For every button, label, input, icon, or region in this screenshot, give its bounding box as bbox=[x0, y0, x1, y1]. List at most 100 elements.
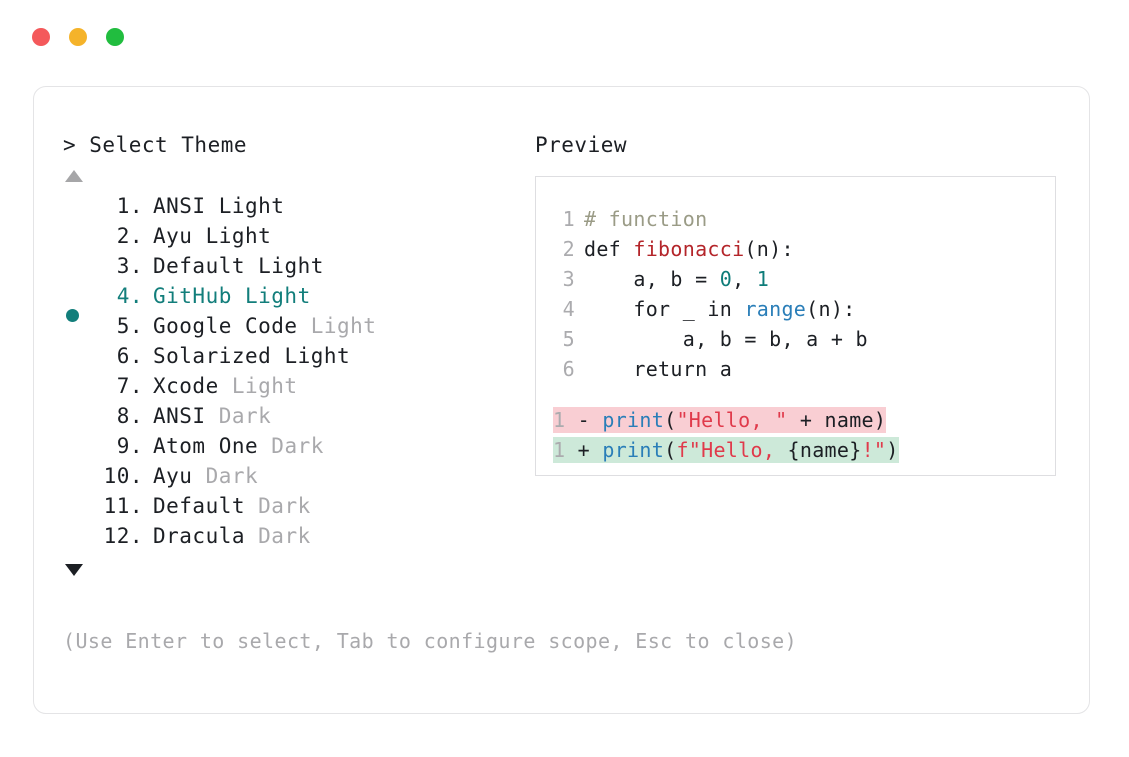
theme-item-number: 3. bbox=[103, 254, 143, 278]
theme-item-number: 7. bbox=[103, 374, 143, 398]
code-line: 5 a, b = b, a + b bbox=[536, 327, 1055, 357]
theme-item-variant: Light bbox=[218, 374, 298, 398]
triangle-down-icon[interactable] bbox=[65, 564, 83, 576]
code-token: "Hello, " bbox=[676, 408, 788, 432]
theme-item-name: ANSI bbox=[153, 404, 206, 428]
minimize-button[interactable] bbox=[69, 28, 87, 46]
theme-selector-card: > Select Theme 1. ANSI Light 2.Ayu Light … bbox=[33, 86, 1090, 714]
code-line-number: 5 bbox=[562, 327, 575, 351]
theme-list-item[interactable]: 8. ANSI Dark bbox=[63, 404, 533, 434]
diff-highlight: 1 + print(f"Hello, {name}!") bbox=[553, 437, 899, 463]
diff-line-del: 1 - print("Hello, " + name) bbox=[536, 407, 1055, 437]
theme-item-number: 6. bbox=[103, 344, 143, 368]
theme-item-name: Solarized bbox=[153, 344, 272, 368]
code-line-text: a, b = 0, 1 bbox=[575, 267, 769, 291]
code-spacer bbox=[536, 387, 1055, 407]
code-line-number: 2 bbox=[562, 237, 575, 261]
theme-list-item[interactable]: 3. Default Light bbox=[63, 254, 533, 284]
theme-item-number: 8. bbox=[103, 404, 143, 428]
theme-list[interactable]: 1. ANSI Light 2.Ayu Light 3. Default Light… bbox=[63, 194, 533, 554]
code-token: !" bbox=[861, 438, 887, 462]
theme-item-name: Default bbox=[153, 494, 246, 518]
code-token: + name) bbox=[787, 408, 887, 432]
card-body: > Select Theme 1. ANSI Light 2.Ayu Light … bbox=[34, 87, 1089, 713]
code-token: print bbox=[602, 408, 665, 432]
code-token: ( bbox=[664, 408, 677, 432]
theme-item-number: 12. bbox=[103, 524, 143, 548]
code-token: print bbox=[602, 438, 665, 462]
theme-item-variant: Light bbox=[245, 254, 324, 278]
theme-item-variant: Dark bbox=[245, 494, 311, 518]
theme-item-variant: Dark bbox=[205, 404, 272, 428]
theme-item-name: GitHub bbox=[153, 284, 232, 308]
theme-list-item[interactable]: 6. Solarized Light bbox=[63, 344, 533, 374]
code-token: (n): bbox=[744, 237, 794, 261]
code-token: a, b = bbox=[584, 267, 720, 291]
code-line-number: 6 bbox=[562, 357, 575, 381]
code-token: a, b = b, a + b bbox=[584, 327, 868, 351]
theme-item-name: Atom One bbox=[153, 434, 259, 458]
theme-list-item[interactable]: 11. Default Dark bbox=[63, 494, 533, 524]
diff-line-text: print("Hello, " + name) bbox=[602, 408, 886, 432]
theme-list-item[interactable]: 9. Atom One Dark bbox=[63, 434, 533, 464]
code-token: # function bbox=[584, 207, 708, 231]
code-line-text: def fibonacci(n): bbox=[575, 237, 794, 261]
window-traffic-lights bbox=[32, 28, 124, 46]
theme-item-variant: Dark bbox=[258, 434, 324, 458]
theme-item-name: Google Code bbox=[153, 314, 298, 338]
close-button[interactable] bbox=[32, 28, 50, 46]
code-token: 1 bbox=[756, 267, 770, 291]
code-token: {name} bbox=[787, 438, 862, 462]
code-line-text: for _ in range(n): bbox=[575, 297, 856, 321]
code-line: 4 for _ in range(n): bbox=[536, 297, 1055, 327]
code-line-number: 4 bbox=[562, 297, 575, 321]
theme-item-number: 4. bbox=[103, 284, 143, 308]
theme-item-variant: Light bbox=[271, 344, 351, 368]
theme-item-number: 9. bbox=[103, 434, 143, 458]
theme-item-variant: Dark bbox=[192, 464, 259, 488]
theme-list-item[interactable]: 12.Dracula Dark bbox=[63, 524, 533, 554]
code-token: ) bbox=[886, 438, 899, 462]
code-token: for _ in bbox=[584, 297, 745, 321]
code-line-text: # function bbox=[575, 207, 707, 231]
diff-marker: + bbox=[565, 438, 603, 462]
code-token: (n): bbox=[806, 297, 856, 321]
theme-item-number: 5. bbox=[103, 314, 143, 338]
theme-item-number: 11. bbox=[103, 494, 143, 518]
theme-list-item[interactable]: 10.Ayu Dark bbox=[63, 464, 533, 494]
diff-block: 1 - print("Hello, " + name) 1 + print(f"H… bbox=[536, 407, 1055, 467]
theme-list-item[interactable]: 2.Ayu Light bbox=[63, 224, 533, 254]
diff-line-add: 1 + print(f"Hello, {name}!") bbox=[536, 437, 1055, 467]
theme-item-variant: Light bbox=[192, 224, 272, 248]
theme-list-item[interactable]: 1. ANSI Light bbox=[63, 194, 533, 224]
maximize-button[interactable] bbox=[106, 28, 124, 46]
triangle-up-icon[interactable] bbox=[65, 170, 83, 182]
theme-item-name: ANSI bbox=[153, 194, 206, 218]
theme-item-name: Ayu bbox=[153, 224, 193, 248]
theme-list-item[interactable]: 7.Xcode Light bbox=[63, 374, 533, 404]
code-line-number: 3 bbox=[562, 267, 575, 291]
theme-item-number: 1. bbox=[103, 194, 143, 218]
preview-title: Preview bbox=[535, 133, 628, 157]
code-token: def bbox=[584, 237, 634, 261]
theme-item-variant: Light bbox=[297, 314, 377, 338]
select-theme-prompt: > Select Theme bbox=[63, 133, 248, 157]
theme-item-variant: Light bbox=[231, 284, 311, 308]
theme-list-item[interactable]: 4. GitHub Light bbox=[63, 284, 533, 322]
code-token: range bbox=[744, 297, 807, 321]
theme-list-item[interactable]: 5. Google Code Light bbox=[63, 314, 533, 344]
theme-item-variant: Light bbox=[205, 194, 285, 218]
diff-highlight: 1 - print("Hello, " + name) bbox=[553, 407, 887, 433]
code-token: fibonacci bbox=[633, 237, 745, 261]
code-line-text: return a bbox=[575, 357, 732, 381]
theme-item-name: Default bbox=[153, 254, 246, 278]
theme-item-variant: Dark bbox=[245, 524, 311, 548]
code-line: 1# function bbox=[536, 207, 1055, 237]
bullet-dot-icon bbox=[66, 309, 79, 322]
code-token: 0 bbox=[719, 267, 733, 291]
code-token: return a bbox=[584, 357, 733, 381]
code-token: ( bbox=[664, 438, 677, 462]
